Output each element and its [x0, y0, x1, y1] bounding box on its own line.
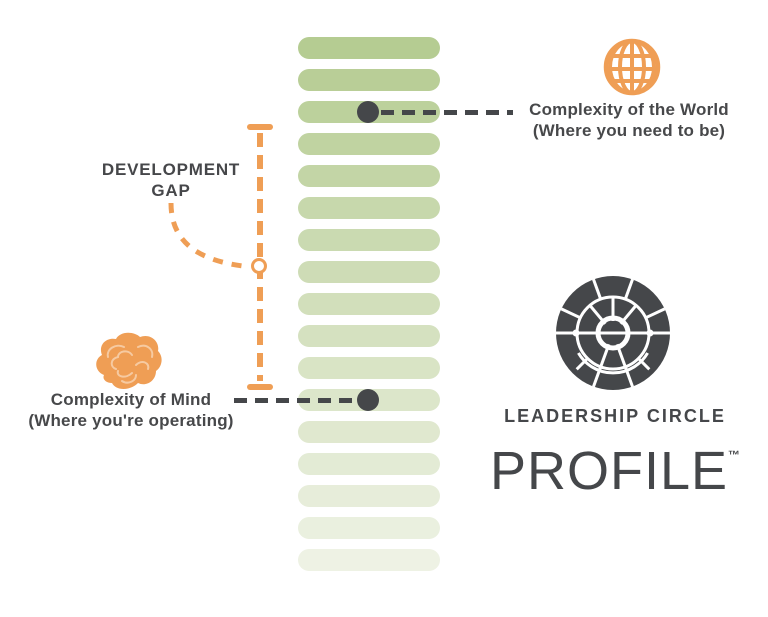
ladder-rung-17 [298, 549, 440, 571]
ladder-rung-13 [298, 421, 440, 443]
logo-brand-text: LEADERSHIP CIRCLE [504, 406, 726, 426]
gap-bracket-top-cap [247, 124, 273, 130]
ladder-rung-6 [298, 197, 440, 219]
logo-product-text: PROFILE™ [481, 424, 749, 502]
leadership-circle-logo-icon [556, 276, 670, 390]
ladder-rung-2 [298, 69, 440, 91]
mind-callout: Complexity of Mind (Where you're operati… [6, 389, 256, 431]
ladder-rung-8 [298, 261, 440, 283]
ladder-rung-11 [298, 357, 440, 379]
trademark-symbol: ™ [728, 448, 741, 462]
brain-icon [96, 332, 162, 389]
ladder-rung-7 [298, 229, 440, 251]
world-callout: Complexity of the World (Where you need … [504, 99, 754, 141]
development-gap-line1: DEVELOPMENT [101, 160, 241, 179]
development-gap-line2: GAP [151, 181, 191, 200]
ladder-rung-9 [298, 293, 440, 315]
gap-bracket-junction-dot [251, 258, 267, 274]
globe-icon [603, 38, 661, 96]
ladder-rung-1 [298, 37, 440, 59]
ladder-rung-4 [298, 133, 440, 155]
mind-leader-dashes [234, 397, 355, 403]
mind-marker-dot [357, 389, 379, 411]
development-gap-label: DEVELOPMENT GAP [91, 159, 251, 201]
ladder-rung-10 [298, 325, 440, 347]
logo-product-word: PROFILE [489, 441, 729, 501]
gap-bracket-bottom-cap [247, 384, 273, 390]
mind-callout-subtitle: (Where you're operating) [28, 411, 234, 430]
mind-callout-title: Complexity of Mind [50, 390, 212, 409]
ladder-rung-5 [298, 165, 440, 187]
ladder-rung-15 [298, 485, 440, 507]
gap-bracket-line [257, 133, 263, 381]
ladder-rung-16 [298, 517, 440, 539]
world-leader-dashes [381, 109, 513, 115]
complexity-ladder [298, 37, 440, 571]
world-callout-subtitle: (Where you need to be) [532, 121, 726, 140]
ladder-rung-14 [298, 453, 440, 475]
world-marker-dot [357, 101, 379, 123]
world-callout-title: Complexity of the World [529, 100, 729, 119]
